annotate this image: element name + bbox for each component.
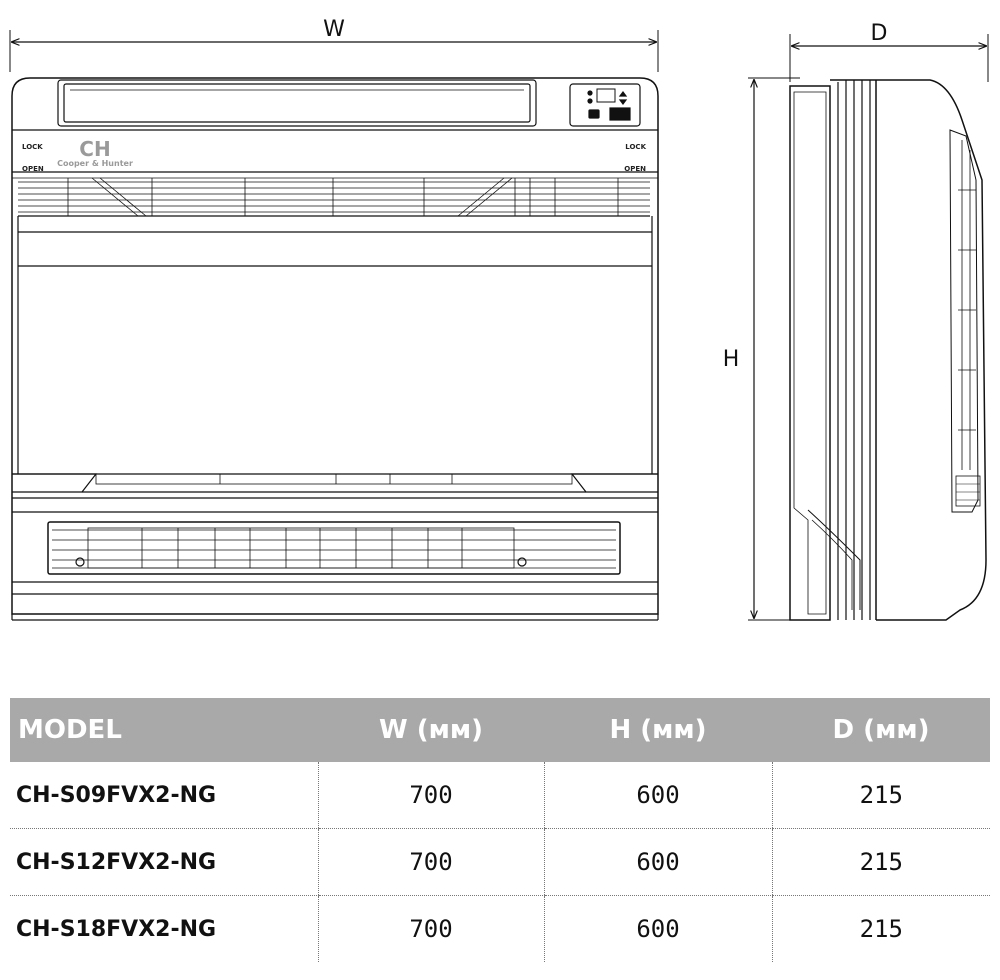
width-cell: 700 xyxy=(317,828,544,896)
front-view xyxy=(11,77,659,621)
width-cell: 700 xyxy=(317,895,544,962)
dimension-drawing: W D H xyxy=(9,17,989,621)
lock-label-right: LOCK xyxy=(625,143,646,151)
depth-cell: 215 xyxy=(771,828,990,896)
header-width: W (мм) xyxy=(318,698,544,762)
front-grille xyxy=(18,177,650,217)
model-dimensions-table: MODEL W (мм) H (мм) D (мм) CH-S09FVX2-NG… xyxy=(10,698,990,962)
depth-cell: 215 xyxy=(771,762,990,829)
bottom-grille xyxy=(47,521,621,575)
depth-dimension: D xyxy=(789,21,989,82)
header-depth: D (мм) xyxy=(772,698,990,762)
lower-lip xyxy=(12,473,658,513)
depth-label: D xyxy=(871,21,888,46)
top-louver xyxy=(57,79,537,127)
open-label-right: OPEN xyxy=(624,165,646,173)
table-row: CH-S09FVX2-NG 700 600 215 xyxy=(10,762,990,829)
width-dimension: W xyxy=(9,17,659,72)
table-header-row: MODEL W (мм) H (мм) D (мм) xyxy=(10,698,990,762)
brand-logo-mark: CH xyxy=(79,137,110,161)
display-panel xyxy=(569,83,641,127)
open-label-left: OPEN xyxy=(22,165,44,173)
model-cell: CH-S09FVX2-NG xyxy=(10,762,318,829)
side-view xyxy=(789,79,987,621)
brand-logo: CH Cooper & Hunter xyxy=(57,137,133,168)
model-cell: CH-S12FVX2-NG xyxy=(10,828,318,896)
brand-name: Cooper & Hunter xyxy=(57,159,133,168)
table-row: CH-S18FVX2-NG 700 600 215 xyxy=(10,895,990,962)
width-label: W xyxy=(323,17,345,42)
model-cell: CH-S18FVX2-NG xyxy=(16,916,217,942)
height-dimension: H xyxy=(723,77,800,621)
height-label: H xyxy=(723,347,740,372)
header-model: MODEL xyxy=(10,698,318,762)
height-cell: 600 xyxy=(543,828,772,896)
width-cell: 700 xyxy=(317,762,544,829)
table-row: CH-S12FVX2-NG 700 600 215 xyxy=(10,828,990,896)
header-height: H (мм) xyxy=(544,698,772,762)
depth-cell: 215 xyxy=(771,895,990,962)
height-cell: 600 xyxy=(543,895,772,962)
height-cell: 600 xyxy=(543,762,772,829)
lock-label-left: LOCK xyxy=(22,143,43,151)
